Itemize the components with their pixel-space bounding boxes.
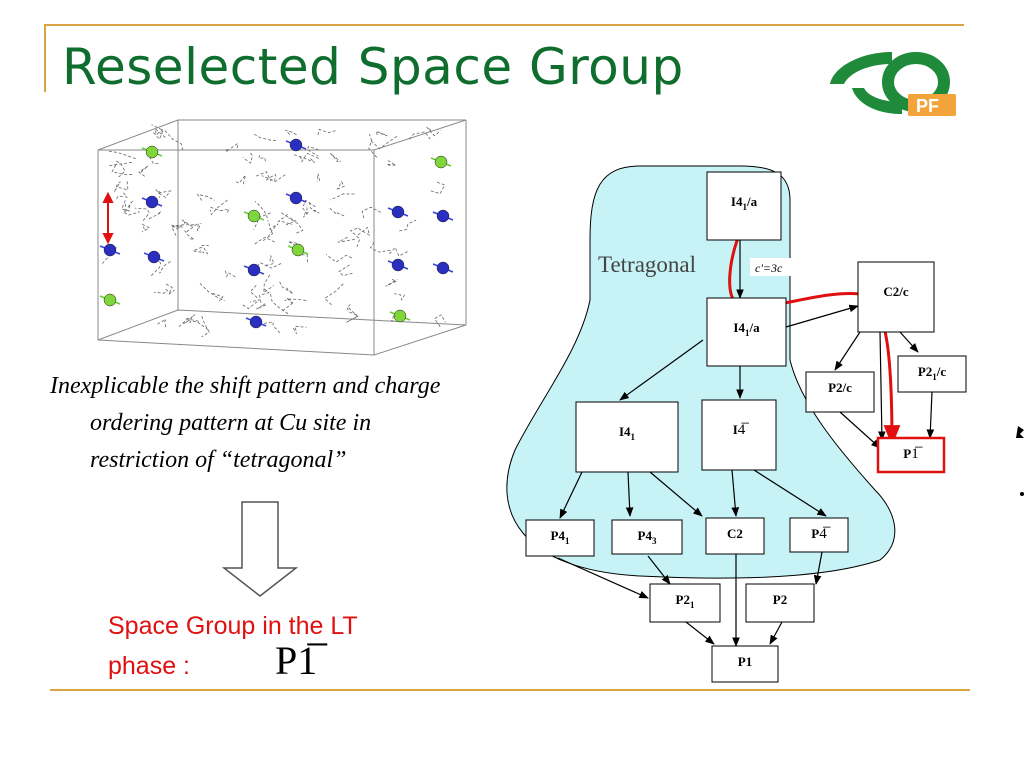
node-i41a-mid: I41/a: [706, 297, 787, 367]
node-c2c: C2/c: [857, 261, 935, 333]
node-label: P21: [676, 592, 695, 610]
supercell-note: c'=3c: [755, 261, 783, 275]
body-line-1: Inexplicable the shift pattern and charg…: [50, 373, 441, 399]
node-c2: C2: [705, 517, 765, 555]
node-label: C2/c: [883, 284, 909, 299]
down-arrow-icon: [220, 500, 300, 600]
node-p2: P2: [745, 583, 815, 623]
tetragonal-label: Tetragonal: [598, 252, 696, 277]
node-p43: P43: [611, 519, 683, 555]
node-p4bar: P4̅: [789, 517, 849, 553]
bottom-rule: [50, 689, 970, 691]
node-label: P4̅: [811, 526, 830, 542]
result-line-1: Space Group in the LT: [108, 612, 358, 640]
pf-logo: PF: [822, 44, 962, 124]
highlight-path: [728, 227, 901, 447]
body-text: Inexplicable the shift pattern and charg…: [50, 368, 570, 479]
node-label: P43: [638, 528, 657, 546]
node-p41: P41: [525, 519, 595, 557]
logo-text: PF: [916, 96, 939, 116]
result-space-group: P1̅: [275, 638, 318, 683]
node-i41a-top: I41/a: [706, 171, 782, 241]
node-label: P21/c: [918, 364, 947, 382]
node-label: P41: [551, 528, 570, 546]
result-line-2: phase :: [108, 652, 191, 680]
body-line-3: restriction of “tetragonal”: [90, 447, 347, 473]
result-text: Space Group in the LT phase :: [108, 606, 358, 686]
tetragonal-region: [506, 165, 896, 579]
crystal-structure-image: [88, 110, 470, 360]
node-p1bar: P1̅: [876, 436, 946, 474]
left-rule: [44, 24, 46, 92]
node-label: P2: [773, 592, 787, 607]
node-p2c: P2/c: [805, 371, 875, 413]
node-label: P1: [738, 654, 752, 669]
slide-title: Reselected Space Group: [62, 38, 684, 96]
node-label: P1̅: [903, 446, 922, 462]
edge-fragment-icon: [1012, 424, 1024, 504]
node-label: I41/a: [733, 320, 760, 338]
node-i4bar: I4̅: [701, 399, 777, 471]
node-p1: P1: [711, 645, 779, 683]
node-p21: P21: [649, 583, 721, 623]
space-group-diagram: Tetragonal c'=3c: [500, 160, 980, 690]
node-label: I41: [619, 424, 636, 442]
body-line-2: ordering pattern at Cu site in: [90, 410, 372, 436]
node-label: P2/c: [828, 380, 852, 395]
top-rule: [44, 24, 964, 26]
node-p21c: P21/c: [897, 355, 967, 393]
node-label: C2: [727, 526, 743, 541]
node-label: I41/a: [731, 194, 758, 212]
diagram-edges: [557, 240, 935, 647]
node-i41: I41: [575, 401, 679, 473]
node-label: I4̅: [733, 422, 750, 438]
note-bg: [750, 258, 800, 276]
